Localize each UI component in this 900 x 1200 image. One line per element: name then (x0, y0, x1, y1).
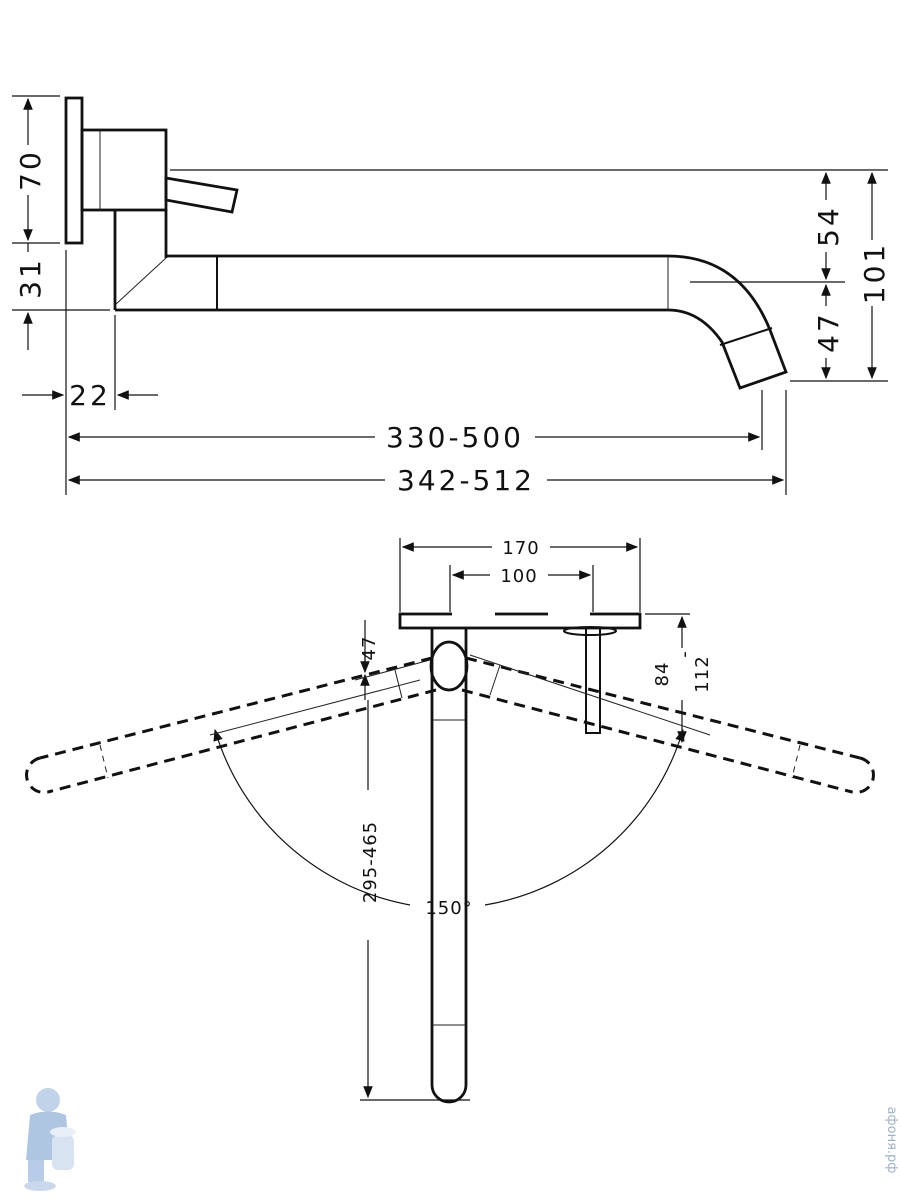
left-swung-spout (25, 656, 437, 794)
dim-330-500-label: 330-500 (386, 421, 524, 454)
dim-22-label: 22 (69, 379, 111, 412)
dim-47-side-label: 47 (812, 311, 845, 353)
lever-handle (164, 176, 239, 214)
top-wall-plate (398, 612, 642, 630)
dim-47-top-label: 47 (359, 636, 380, 661)
dim-101-label: 101 (858, 242, 891, 304)
dim-31-label: 31 (14, 257, 47, 299)
dim-dash-label: - (674, 650, 695, 658)
side-view: 70 31 22 54 47 101 330-500 342-512 (12, 95, 891, 497)
right-swung-spout (461, 656, 875, 794)
top-spout (430, 628, 468, 1104)
dim-342-512-label: 342-512 (397, 464, 535, 497)
angle-150-label: 150° (425, 898, 472, 919)
dim-112-label: 112 (692, 655, 713, 692)
dim-70-label: 70 (14, 149, 47, 191)
dim-170-label: 170 (502, 538, 539, 559)
top-lever (585, 627, 601, 734)
dim-54-label: 54 (812, 205, 845, 247)
dim-100-label: 100 (500, 566, 537, 587)
wall-plate (64, 96, 84, 245)
dim-295-465-label: 295-465 (360, 821, 381, 903)
watermark-logo (24, 1088, 76, 1191)
spout (115, 254, 788, 390)
watermark-site: афоня.рф (884, 1107, 899, 1174)
top-view: 170 100 84 - 112 (25, 536, 875, 1104)
valve-body (80, 128, 168, 212)
dim-84-label: 84 (652, 662, 673, 687)
